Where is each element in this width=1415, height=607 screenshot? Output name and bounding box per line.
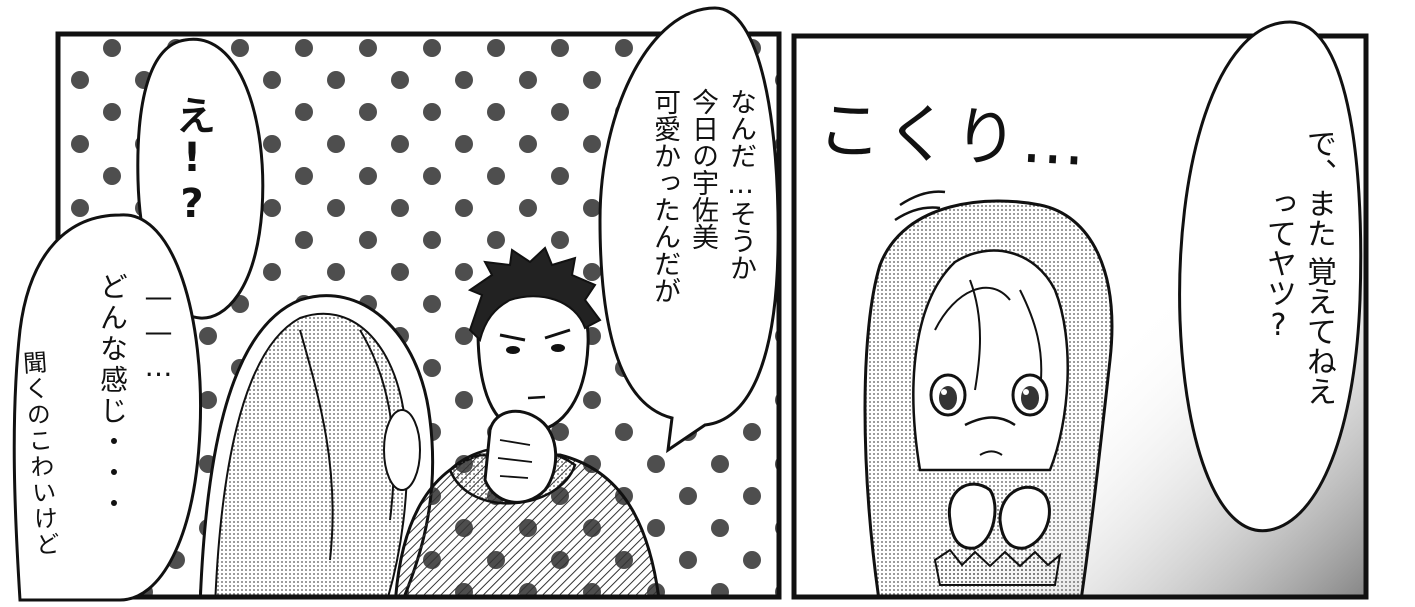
figure-hooded-girl-right: [863, 199, 1114, 597]
bubble-question-line-2: 覚えてねえ: [1301, 256, 1336, 406]
figure-man-thinking: [394, 246, 661, 597]
bubble-speaker-line-3: 可愛かったんだが: [649, 88, 680, 304]
bubble-how-feel-text: どんな感じ・・・: [96, 272, 129, 520]
bubble-surprise-text: え!?: [169, 95, 215, 227]
bubble-how-feel-shape: [12, 213, 203, 602]
panel-right-border: [791, 33, 1369, 600]
bubble-question-line-1: で、また: [1301, 128, 1336, 248]
bubble-question-line-3: ってヤツ?: [1261, 188, 1296, 343]
bubble-speaker-text: なんだ…そうか 今日の宇佐美 可愛かったんだが: [620, 88, 760, 408]
sfx-kokuri: こくり…: [815, 92, 1092, 182]
bubble-speaker-shape: [598, 6, 780, 454]
bubble-speaker-line-2: 今日の宇佐美: [687, 88, 718, 250]
bubble-speaker-line-1: なんだ…そうか: [725, 88, 756, 281]
figure-hooded-girl-left: [198, 294, 435, 597]
bubble-question-text: で、また 覚えてねえ ってヤツ?: [1230, 128, 1340, 508]
bubble-hesitation-dash: ——…: [142, 280, 175, 385]
bubble-question-shape: [1178, 20, 1363, 533]
